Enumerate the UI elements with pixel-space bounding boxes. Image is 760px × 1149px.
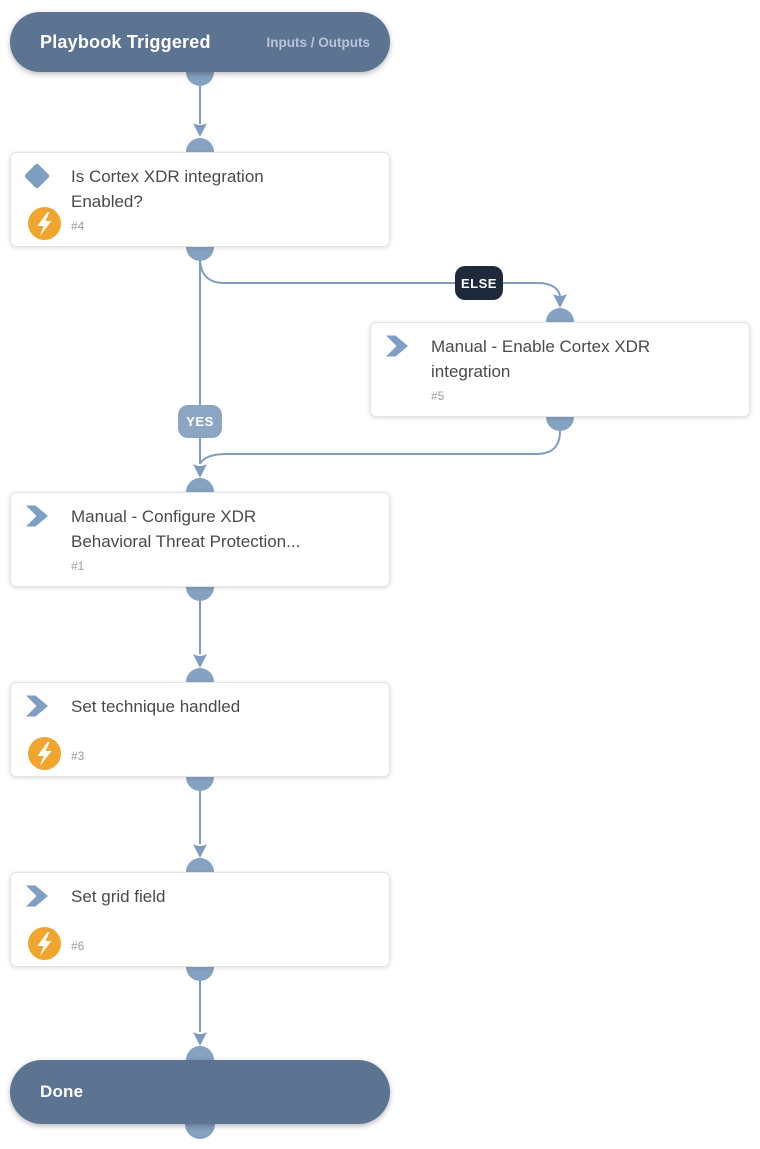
- port-task6-top: [186, 858, 214, 872]
- chevron-right-icon: [23, 692, 51, 720]
- done-node[interactable]: Done: [10, 1060, 390, 1124]
- playbook-triggered-node[interactable]: Playbook Triggered Inputs / Outputs: [10, 12, 390, 72]
- yes-branch-badge[interactable]: YES: [178, 405, 222, 438]
- edge-merge-from-task5: [199, 430, 561, 465]
- task-title: Set technique handled: [71, 697, 241, 716]
- else-badge-label: ELSE: [461, 275, 497, 291]
- task-id: #3: [71, 749, 85, 763]
- port-task3-top: [186, 668, 214, 682]
- arrow-into-task4: [193, 123, 207, 137]
- start-node-title: Playbook Triggered: [40, 31, 211, 52]
- port-done-top: [186, 1046, 214, 1060]
- chevron-right-icon: [383, 332, 411, 360]
- port-task1-bottom: [186, 587, 214, 601]
- task-card-6[interactable]: Set grid field #6: [10, 872, 390, 967]
- ports: [185, 72, 574, 1139]
- task-card-1[interactable]: Manual - Configure XDR Behavioral Threat…: [10, 492, 390, 587]
- arrowheads: [193, 123, 567, 1046]
- lightning-bolt-icon: [28, 927, 61, 960]
- edge-else-branch: [199, 257, 561, 298]
- chevron-right-icon: [23, 882, 51, 910]
- port-task5-bottom: [546, 417, 574, 431]
- arrow-into-task5: [553, 294, 567, 308]
- task-title: Is Cortex XDR integration Enabled?: [71, 167, 264, 211]
- task-id: #1: [71, 559, 85, 573]
- task-card-5[interactable]: Manual - Enable Cortex XDR integration #…: [370, 322, 750, 417]
- lightning-bolt-icon: [28, 737, 61, 770]
- port-start-bottom: [186, 72, 214, 86]
- else-branch-badge[interactable]: ELSE: [455, 266, 503, 300]
- task-title: Set grid field: [71, 887, 166, 906]
- edges: [199, 86, 561, 1032]
- task-id: #6: [71, 939, 85, 953]
- end-node-title: Done: [40, 1082, 84, 1101]
- arrow-into-task6: [193, 844, 207, 858]
- task-card-3[interactable]: Set technique handled #3: [10, 682, 390, 777]
- port-task5-top: [546, 308, 574, 322]
- arrow-into-done: [193, 1032, 207, 1046]
- task-title: Manual - Enable Cortex XDR integration: [431, 337, 651, 381]
- yes-badge-label: YES: [186, 414, 214, 429]
- port-task6-bottom: [186, 967, 214, 981]
- inputs-outputs-link[interactable]: Inputs / Outputs: [266, 34, 371, 50]
- task-title: Manual - Configure XDR Behavioral Threat…: [71, 507, 301, 551]
- task-id: #5: [431, 389, 445, 403]
- arrow-into-task3: [193, 654, 207, 668]
- lightning-bolt-icon: [28, 207, 61, 240]
- port-task4-bottom: [186, 247, 214, 261]
- port-task1-top: [186, 478, 214, 492]
- port-done-bottom: [185, 1124, 215, 1139]
- diamond-icon: [23, 162, 51, 190]
- task-card-4[interactable]: Is Cortex XDR integration Enabled? #4: [10, 152, 390, 247]
- task-id: #4: [71, 219, 85, 233]
- chevron-right-icon: [23, 502, 51, 530]
- port-task4-top: [186, 138, 214, 152]
- arrow-into-task1: [193, 464, 207, 478]
- port-task3-bottom: [186, 777, 214, 791]
